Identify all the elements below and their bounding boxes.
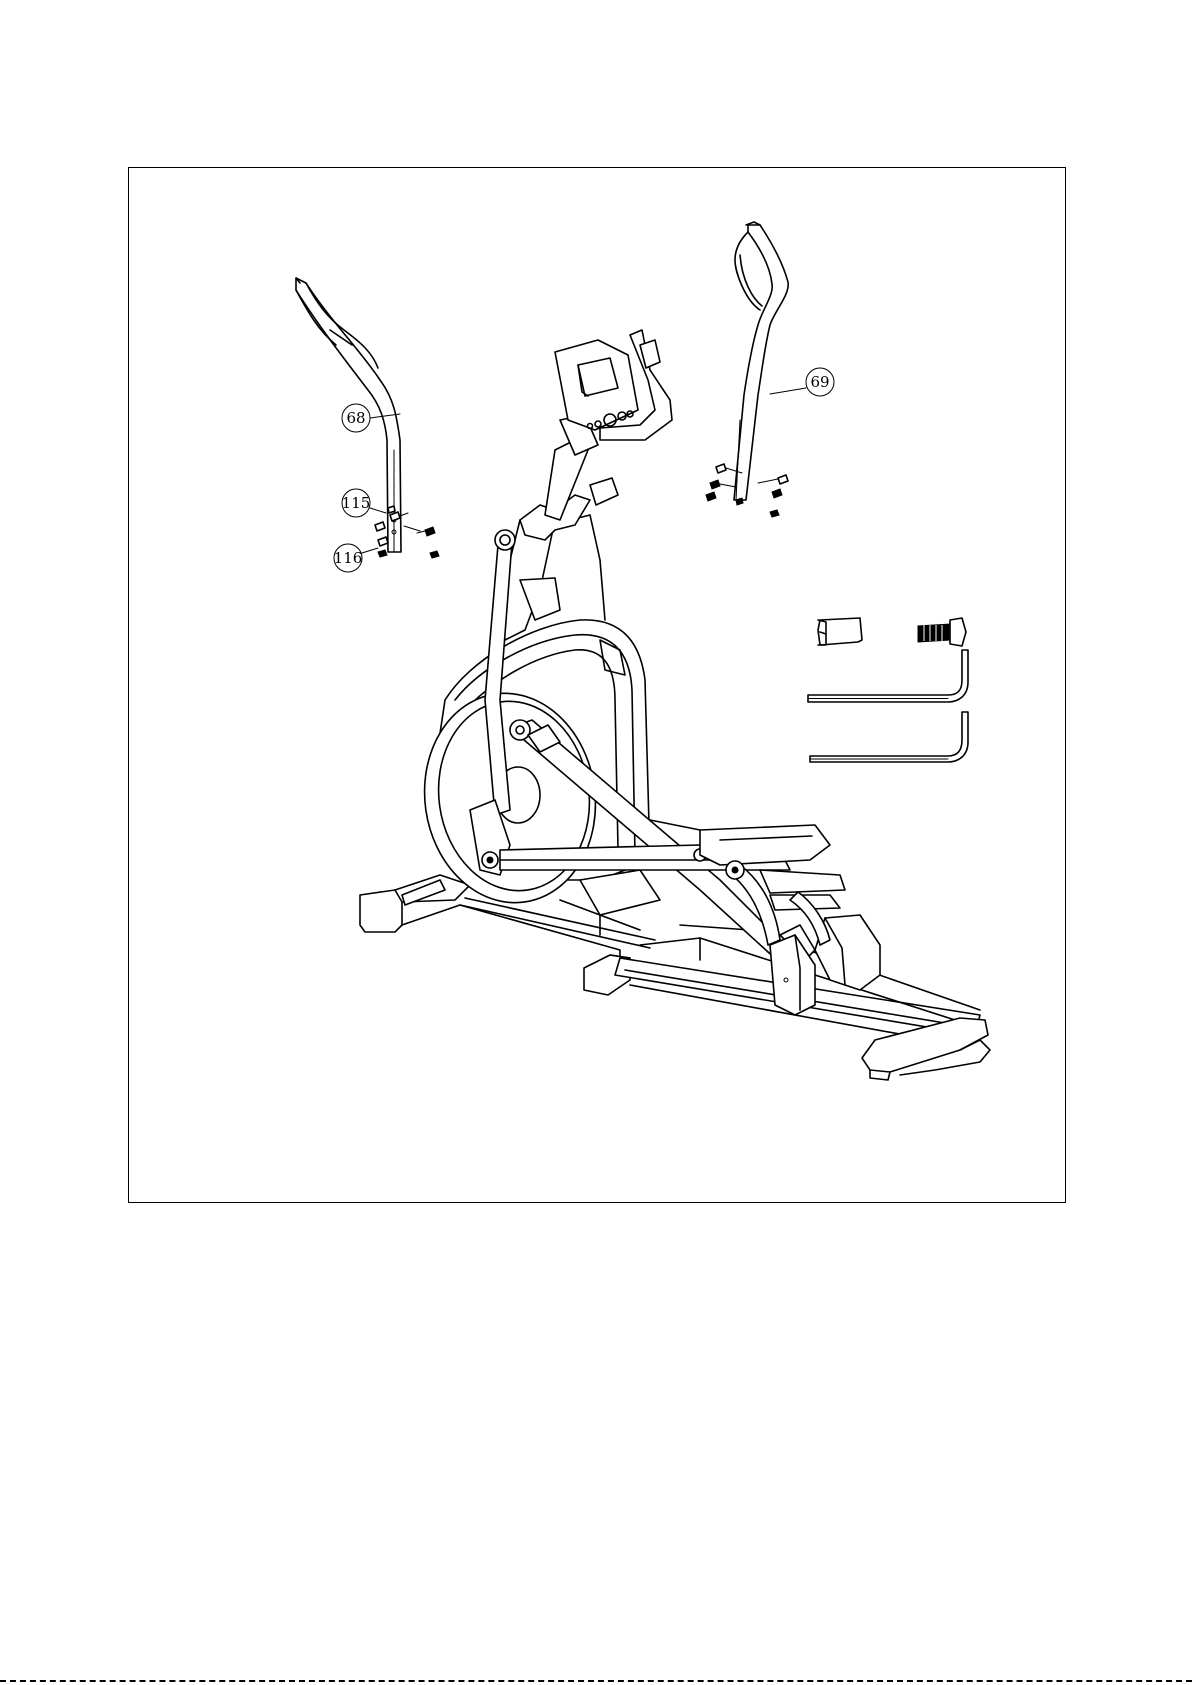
callout-115: 115 (342, 489, 386, 517)
bolt-part (918, 618, 966, 646)
callout-69-label: 69 (810, 373, 829, 391)
callout-115-label: 115 (342, 494, 371, 512)
right-handlebar (734, 222, 788, 500)
callout-116-label: 116 (334, 549, 363, 567)
callout-116: 116 (334, 544, 378, 572)
page-edge-rule (0, 1680, 1192, 1682)
callout-68-label: 68 (346, 409, 365, 427)
bushing-part (818, 618, 862, 645)
elliptical-machine (360, 330, 990, 1080)
hex-key-small (810, 712, 968, 762)
hex-key-large (808, 650, 968, 702)
callout-69: 69 (770, 368, 834, 396)
left-bolt-set (375, 506, 439, 558)
